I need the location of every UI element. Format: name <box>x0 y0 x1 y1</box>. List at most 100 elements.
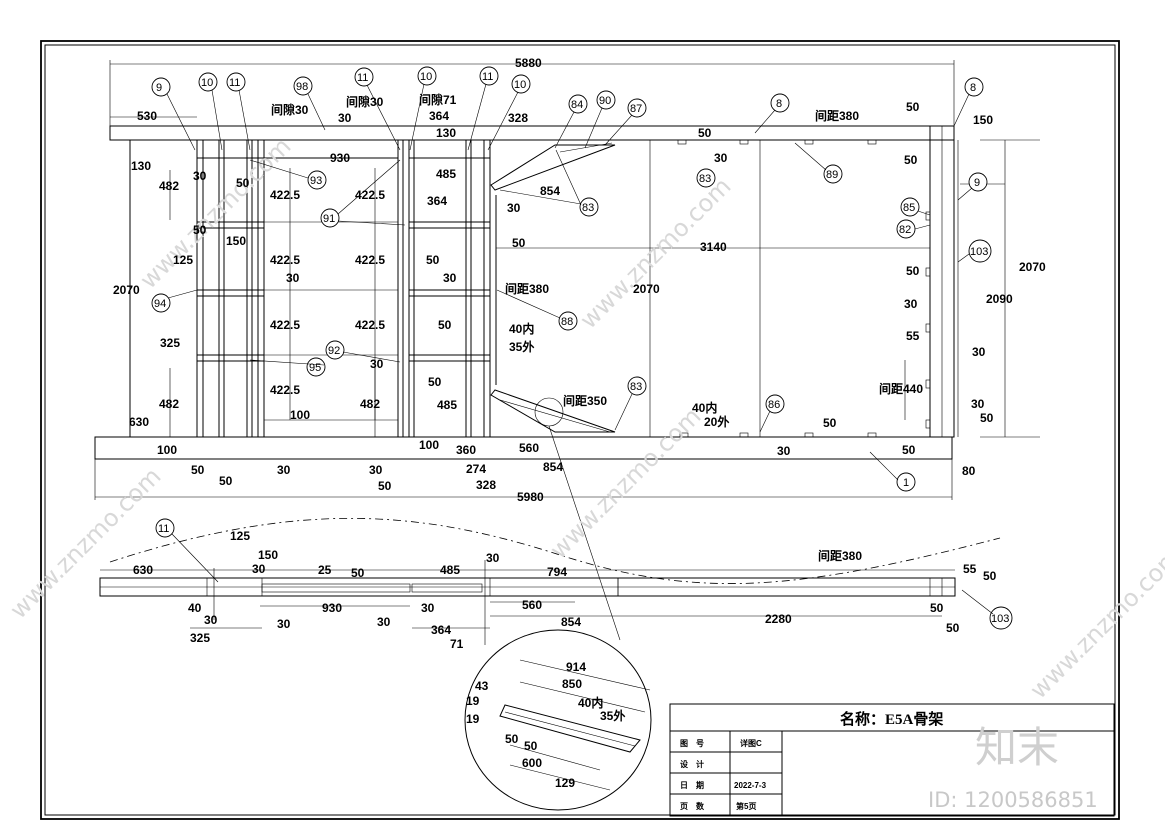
dim-482-a: 482 <box>159 179 179 193</box>
dim-gap71: 间隙71 <box>419 92 457 107</box>
svg-text:11: 11 <box>357 72 368 84</box>
dim-422-b: 422.5 <box>355 188 385 202</box>
dim-gap30-b: 间隙30 <box>346 94 384 109</box>
plan-view <box>94 60 1040 500</box>
dim-422-f: 422.5 <box>355 318 385 332</box>
dim-50-j: 50 <box>823 416 837 430</box>
dim-130-a: 130 <box>436 126 456 140</box>
dim-30-c: 30 <box>286 271 300 285</box>
dim-50-i: 50 <box>512 236 526 250</box>
svg-text:88: 88 <box>561 316 573 328</box>
balloon-90: 90 <box>596 90 616 110</box>
dim-422-a: 422.5 <box>270 188 300 202</box>
title-block-frame <box>669 703 1115 817</box>
balloon-92: 92 <box>325 340 345 360</box>
balloon-85: 85 <box>900 197 920 217</box>
balloon-93: 93 <box>307 170 327 190</box>
svg-text:86: 86 <box>768 399 780 411</box>
dim-854-b: 854 <box>543 460 563 474</box>
dim-100-c: 100 <box>419 438 439 452</box>
watermark-site-4: www.znzmo.com <box>4 462 166 624</box>
dim-2070-b: 2070 <box>633 282 660 296</box>
balloon-10a: 10 <box>198 72 218 92</box>
dim-422-d: 422.5 <box>355 253 385 267</box>
dim-422-e: 422.5 <box>270 318 300 332</box>
side-dim-71: 71 <box>450 637 464 651</box>
plan-dimensions: 5880 5980 530 间隙30 30 间隙30 间隙71 364 328 … <box>113 56 1046 504</box>
leader-lines <box>166 83 994 615</box>
balloon-9b: 9 <box>968 172 988 192</box>
svg-text:11: 11 <box>158 523 169 535</box>
side-dim-30-a: 30 <box>252 562 266 576</box>
watermarks: www.znzmo.com www.znzmo.com www.znzmo.co… <box>4 132 1165 812</box>
svg-text:8: 8 <box>970 82 976 94</box>
side-dimensions: 125 150 630 30 25 50 485 30 794 间距380 55… <box>133 529 997 651</box>
dim-2070-a: 2070 <box>113 283 140 297</box>
dim-50-m: 50 <box>904 153 918 167</box>
balloon-1: 1 <box>896 472 916 492</box>
dim-30-f: 30 <box>277 463 291 477</box>
drawing-name: 名称：E5A骨架 <box>840 710 943 728</box>
svg-text:83: 83 <box>699 173 711 185</box>
svg-text:9: 9 <box>974 177 980 189</box>
svg-text:103: 103 <box>970 246 988 258</box>
balloon-83b: 83 <box>579 197 599 217</box>
balloon-11d: 11 <box>155 518 175 538</box>
dim-485-a: 485 <box>436 167 456 181</box>
side-dim-560: 560 <box>522 598 542 612</box>
dim-150-a: 150 <box>226 234 246 248</box>
balloon-11c: 11 <box>479 66 499 86</box>
watermark-site-1: www.znzmo.com <box>134 132 296 294</box>
svg-text:87: 87 <box>630 103 642 115</box>
dim-422-c: 422.5 <box>270 253 300 267</box>
svg-text:103: 103 <box>991 613 1009 625</box>
dim-360: 360 <box>456 443 476 457</box>
balloon-84: 84 <box>568 94 588 114</box>
balloon-9a: 9 <box>151 77 171 97</box>
detail-dim-19-a: 19 <box>466 694 480 708</box>
svg-text:11: 11 <box>229 77 240 89</box>
dim-40in-b: 40内 <box>692 400 717 415</box>
side-dim-30-d: 30 <box>421 601 435 615</box>
dim-30-k: 30 <box>904 297 918 311</box>
outer-border <box>40 40 1120 820</box>
svg-text:85: 85 <box>903 202 915 214</box>
svg-text:83: 83 <box>582 202 594 214</box>
side-dim-930: 930 <box>322 601 342 615</box>
balloon-103a: 103 <box>968 239 992 263</box>
balloon-83c: 83 <box>627 376 647 396</box>
value-date: 2022-7-3 <box>734 781 767 790</box>
dim-325-a: 325 <box>160 336 180 350</box>
dim-274: 274 <box>466 462 486 476</box>
label-drawing-no: 图 号 <box>680 739 704 748</box>
svg-text:94: 94 <box>154 298 166 310</box>
side-dim-25: 25 <box>318 563 332 577</box>
side-dim-630: 630 <box>133 563 153 577</box>
detail-dim-600: 600 <box>522 756 542 770</box>
detail-circle <box>464 425 652 811</box>
dim-55-a: 55 <box>906 329 920 343</box>
svg-text:11: 11 <box>482 71 493 83</box>
balloon-89: 89 <box>823 164 843 184</box>
rail-tabs <box>677 139 931 438</box>
dim-560-a: 560 <box>519 441 539 455</box>
svg-text:84: 84 <box>571 99 583 111</box>
dim-930-a: 930 <box>330 151 350 165</box>
label-pages: 页 数 <box>680 801 705 811</box>
balloon-83a: 83 <box>696 168 716 188</box>
side-dim-150: 150 <box>258 548 278 562</box>
dim-50-h: 50 <box>378 479 392 493</box>
balloon-10c: 10 <box>511 74 531 94</box>
balloon-91: 91 <box>320 208 340 228</box>
dim-80: 80 <box>962 464 976 478</box>
dim-125-a: 125 <box>173 253 193 267</box>
side-dim-55: 55 <box>963 562 977 576</box>
detail-dimensions: 914 43 850 19 40内 19 35外 50 50 600 129 <box>466 660 625 790</box>
detail-dim-50-b: 50 <box>524 739 538 753</box>
svg-text:93: 93 <box>310 175 322 187</box>
svg-text:95: 95 <box>309 362 321 374</box>
side-dim-40: 40 <box>188 601 202 615</box>
label-design: 设 计 <box>680 759 704 769</box>
side-dim-30-b: 30 <box>486 551 500 565</box>
dim-50-f: 50 <box>191 463 205 477</box>
